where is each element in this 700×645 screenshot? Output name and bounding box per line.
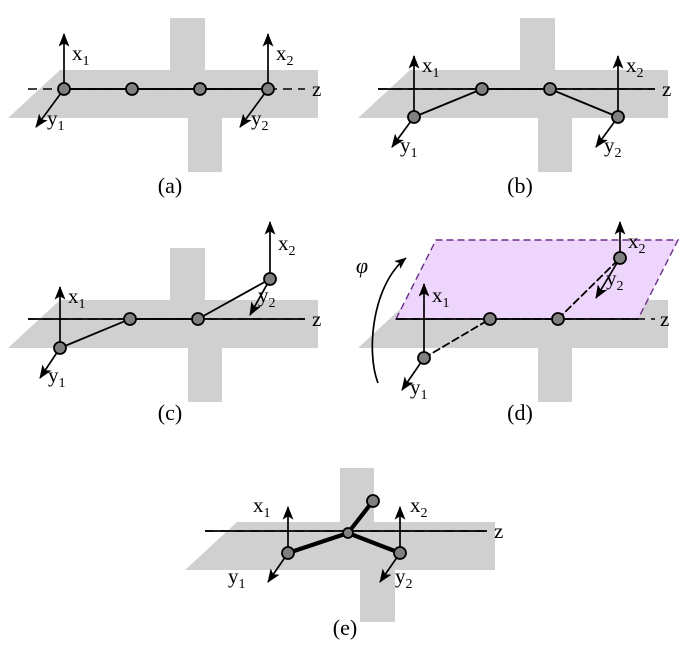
joint-d-2[interactable] [551,312,565,326]
link-b-2 [549,88,619,118]
frame-2-y-label-a: y2 [251,106,269,134]
z-axis-label-c: z [312,307,321,331]
reference-plane-d [358,248,668,402]
frame-2-y-axis-d [595,257,621,299]
joint-c-2[interactable] [191,312,205,326]
frame-2-y-axis-a [239,88,269,128]
frame-1-x-label-a: x1 [72,41,90,69]
panel-caption-c: (c) [158,400,182,425]
frame-2-x-label-c: x2 [278,231,296,259]
frame-1-y-label-d: y1 [410,375,428,403]
panel-e: z x1 y1 x2 y2 (e) [185,468,503,640]
link-d-2 [557,257,621,320]
joint-c-0[interactable] [53,341,67,355]
joint-b-2[interactable] [543,82,557,96]
frame-1-y-axis-a [35,88,65,128]
reference-plane-c [8,248,318,402]
panel-caption-e: (e) [333,615,357,640]
z-axis-label-a: z [312,77,321,101]
joint-b-1[interactable] [475,82,489,96]
z-axis-label-e: z [494,519,503,543]
panel-caption-a: (a) [158,173,182,198]
z-axis-label-d: z [660,307,669,331]
frame-1-y-label-a: y1 [47,106,65,134]
joint-e-1[interactable] [342,527,354,539]
rotation-arc-d [371,257,407,384]
frame-1-x-label-b: x1 [422,53,440,81]
panel-b: z x1 y1 x2 y2 (b) [358,18,671,198]
frame-1-x-label-d: x1 [432,283,450,311]
frame-1-x-label-c: x1 [68,284,86,312]
frame-1-x-label-e: x1 [253,493,271,521]
joint-a-2[interactable] [193,82,207,96]
link-d-0 [423,318,491,359]
reference-plane-b [358,18,668,172]
joint-e-2[interactable] [393,546,407,560]
frame-2-y-label-b: y2 [604,133,622,161]
joint-d-0[interactable] [417,351,431,365]
joint-e-3[interactable] [366,494,380,508]
panel-caption-d: (d) [507,400,533,425]
joint-c-1[interactable] [123,312,137,326]
frame-2-x-label-b: x2 [626,53,644,81]
link-c-2 [197,278,271,320]
joint-a-3[interactable] [261,82,275,96]
link-e-0 [285,530,351,556]
frame-1-y-label-e: y1 [228,564,246,592]
joint-b-0[interactable] [407,110,421,124]
link-b-0 [413,88,483,118]
joint-a-1[interactable] [125,82,139,96]
phi-label-d: φ [356,253,368,278]
joint-e-0[interactable] [281,546,295,560]
panel-caption-b: (b) [507,173,533,198]
reference-plane-e [185,468,495,622]
frame-2-x-label-a: x2 [276,41,294,69]
joint-d-1[interactable] [483,312,497,326]
link-e-1 [345,530,403,556]
frame-2-y-label-d: y2 [606,266,624,294]
joint-b-3[interactable] [611,110,625,124]
frame-2-y-label-e: y2 [395,564,413,592]
link-c-0 [59,318,131,349]
frame-2-x-label-d: x2 [628,229,646,257]
frame-1-y-label-c: y1 [48,363,66,391]
z-axis-label-b: z [662,77,671,101]
panel-a: z x1 y1 x2 y2 (a) [8,18,321,198]
joint-d-3[interactable] [613,251,627,265]
joint-c-3[interactable] [263,272,277,286]
frame-2-y-label-c: y2 [258,283,276,311]
reference-plane-a [8,18,318,172]
joint-a-0[interactable] [57,82,71,96]
frame-1-y-label-b: y1 [400,133,418,161]
panels-layer: zx1y1x2y2(a)zx1y1x2y2(b)zx1y1x2y2(c)zφx1… [8,18,680,640]
frame-2-x-label-e: x2 [410,493,428,521]
